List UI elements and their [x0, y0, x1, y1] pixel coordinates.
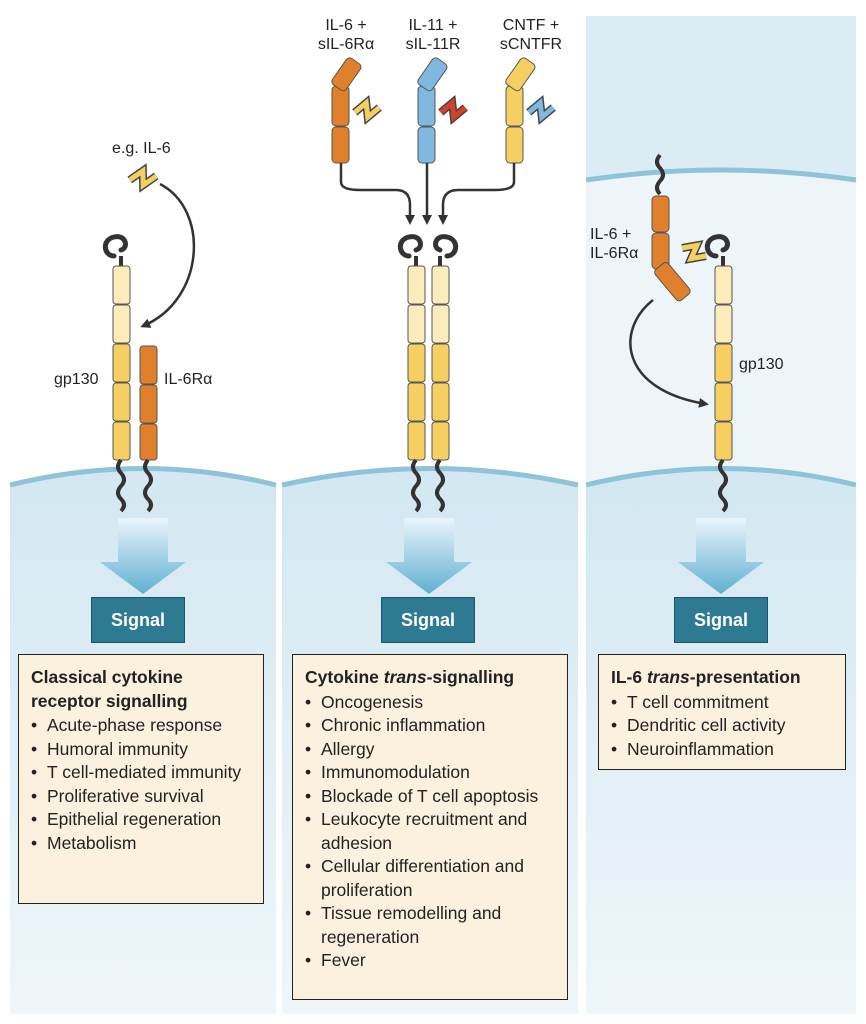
cell-1-membrane [9, 466, 277, 488]
box-title-1: Classical cytokine receptor signalling [31, 667, 188, 711]
list-item: Oncogenesis [305, 691, 555, 715]
list-item: T cell commitment [611, 691, 833, 715]
list-item: Immunomodulation [305, 761, 555, 785]
list-item: Allergy [305, 738, 555, 762]
classical-signalling-box: Classical cytokine receptor signalling A… [18, 654, 264, 904]
complex-label-il6: IL-6 + sIL-6Rα [317, 17, 375, 53]
presentation-arrow [629, 299, 709, 408]
arrow-complex-3 [438, 163, 516, 225]
gp130-label-3: gp130 [739, 356, 784, 373]
list-item: Cellular differentiation and proliferati… [305, 855, 555, 902]
il6-ligand-icon [127, 163, 159, 193]
trans-signalling-box: Cytokine trans-signalling Oncogenesis Ch… [292, 654, 568, 1000]
gp130-receptor-1 [102, 234, 131, 513]
list-item: Leukocyte recruitment and adhesion [305, 808, 555, 855]
list-item: Chronic inflammation [305, 714, 555, 738]
outcome-list-3: T cell commitment Dendritic cell activit… [611, 691, 833, 762]
signal-arrow-3 [678, 518, 764, 594]
signal-arrow-1 [100, 518, 186, 594]
presenting-cell [586, 16, 856, 180]
trans-presentation-box: IL-6 trans-presentation T cell commitmen… [598, 654, 846, 770]
signal-box-3: Signal [674, 597, 768, 643]
list-item: Proliferative survival [31, 785, 251, 809]
binding-arrow-1 [140, 182, 196, 328]
gp130-dimer-left [397, 234, 426, 513]
cntf-scntfr-complex [505, 57, 556, 164]
signal-box-1: Signal [91, 597, 185, 643]
ligand-label: e.g. IL-6 [112, 140, 171, 157]
list-item: T cell-mediated immunity [31, 761, 251, 785]
list-item: Fever [305, 949, 555, 973]
signal-box-2: Signal [381, 597, 475, 643]
list-item: Blockade of T cell apoptosis [305, 785, 555, 809]
list-item: Epithelial regeneration [31, 808, 251, 832]
list-item: Acute-phase response [31, 714, 251, 738]
list-item: Dendritic cell activity [611, 714, 833, 738]
list-item: Metabolism [31, 832, 251, 856]
signal-arrow-2 [386, 518, 472, 594]
outcome-list-1: Acute-phase response Humoral immunity T … [31, 714, 251, 855]
arrow-complex-1 [339, 163, 415, 225]
cell-2-membrane [281, 466, 579, 488]
list-item: Neuroinflammation [611, 738, 833, 762]
gp130-receptor-3 [704, 234, 733, 513]
gp130-label-1: gp130 [54, 371, 99, 388]
gp130-dimer-right [431, 234, 459, 513]
box-title-2: Cytokine trans-signalling [305, 667, 515, 687]
list-item: Humoral immunity [31, 738, 251, 762]
presenting-cell-membrane [585, 167, 857, 183]
outcome-list-2: Oncogenesis Chronic inflammation Allergy… [305, 691, 555, 973]
box-title-3: IL-6 trans-presentation [611, 667, 801, 687]
il6ra-label: IL-6Rα [164, 371, 213, 388]
il6r-alpha-receptor-1 [139, 345, 158, 513]
complex-label-cntf: CNTF + sCNTFR [499, 17, 563, 53]
list-item: Tissue remodelling and regeneration [305, 902, 555, 949]
complex-label-il6-presentation: IL-6 + IL-6Rα [590, 226, 639, 262]
complex-label-il11: IL-11 + sIL-11R [405, 17, 461, 53]
membrane-bound-il6ra [651, 153, 707, 302]
il11-sil11r-complex [417, 57, 468, 164]
il6-sil6ra-complex [331, 57, 382, 164]
